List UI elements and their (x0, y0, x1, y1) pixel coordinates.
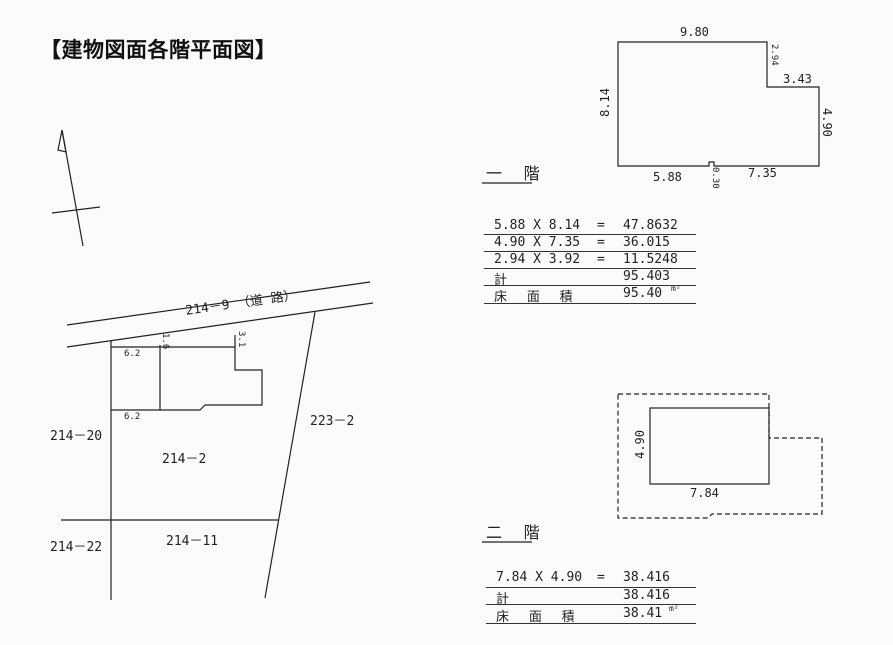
setback-bottom-dim: 6.2 (124, 412, 141, 422)
document-title: 【建物図面各階平面図】 (40, 38, 277, 62)
setback-top-dim: 6.2 (124, 349, 141, 359)
gap-left-dim: 1.6 (160, 333, 170, 350)
floor1-area-calc: 5.88 X 8.14 = 47.8632 4.90 X 7.35 = 36.0… (484, 218, 696, 308)
gap-right-dim: 3.1 (236, 331, 246, 348)
north-arrow-icon (51, 129, 101, 247)
floor1-label: 一 階 (486, 164, 546, 183)
floor2-dim-left: 4.90 (633, 430, 647, 459)
floor1-dim-top: 9.80 (680, 25, 709, 39)
floor1-dim-right: 4.90 (820, 108, 834, 137)
lot-south-label: 214－11 (166, 534, 219, 549)
floor1-dim-left: 8.14 (598, 88, 612, 117)
floor1-dim-step-v: 2.94 (769, 44, 779, 66)
lot-west-label: 214－20 (50, 429, 103, 444)
floor1-dim-bottom-left: 5.88 (653, 170, 682, 184)
floor2-label: 二 階 (486, 523, 546, 542)
floor1-dim-bottom-right: 7.35 (748, 166, 777, 180)
floor2-dim-bottom: 7.84 (690, 486, 719, 500)
floor1-dim-notch: 0.30 (710, 167, 720, 189)
floor2-area-calc: 7.84 X 4.90 = 38.416 計 38.416 床 面 積 38.4… (486, 570, 696, 626)
lot-southwest-label: 214－22 (50, 540, 103, 555)
lot-main-label: 214－2 (162, 452, 207, 467)
floor1-dim-step-h: 3.43 (783, 72, 812, 86)
lot-east-label: 223－2 (310, 414, 355, 429)
